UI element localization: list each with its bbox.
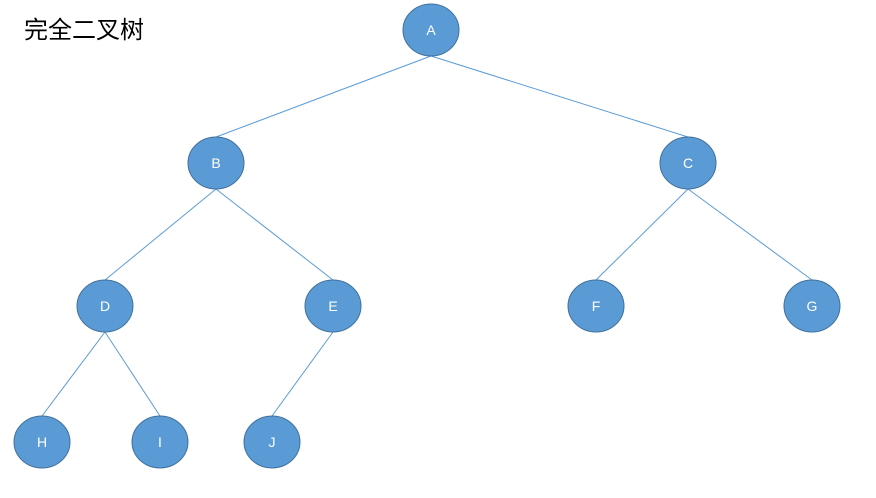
node-circle xyxy=(76,279,134,333)
node-label: C xyxy=(683,155,693,171)
tree-node-j: J xyxy=(243,415,301,469)
node-label: I xyxy=(158,434,162,450)
node-circle xyxy=(659,136,717,190)
tree-node-c: C xyxy=(659,136,717,190)
diagram-title: 完全二叉树 xyxy=(24,16,144,44)
tree-node-a: A xyxy=(402,3,460,57)
edges-layer xyxy=(41,55,813,417)
node-circle xyxy=(243,415,301,469)
node-label: D xyxy=(100,298,110,314)
edge-c-f xyxy=(595,188,689,281)
node-label: G xyxy=(807,298,818,314)
node-circle xyxy=(131,415,189,469)
tree-node-i: I xyxy=(131,415,189,469)
edge-c-g xyxy=(687,188,813,281)
node-label: F xyxy=(592,298,601,314)
node-circle xyxy=(304,279,362,333)
node-label: J xyxy=(269,434,276,450)
tree-node-e: E xyxy=(304,279,362,333)
edge-a-c xyxy=(430,55,689,138)
tree-node-f: F xyxy=(567,279,625,333)
nodes-layer: A B C D E F G H I J xyxy=(13,3,841,469)
node-label: B xyxy=(211,155,220,171)
node-label: H xyxy=(37,434,47,450)
edge-e-j xyxy=(271,331,334,417)
tree-node-b: B xyxy=(187,136,245,190)
tree-node-h: H xyxy=(13,415,71,469)
tree-node-g: G xyxy=(783,279,841,333)
edge-b-d xyxy=(104,188,217,281)
node-circle xyxy=(13,415,71,469)
edge-d-h xyxy=(41,331,106,417)
node-label: E xyxy=(328,298,337,314)
node-circle xyxy=(783,279,841,333)
tree-node-d: D xyxy=(76,279,134,333)
edge-d-i xyxy=(104,331,161,417)
node-circle xyxy=(187,136,245,190)
node-circle xyxy=(567,279,625,333)
edge-b-e xyxy=(215,188,334,281)
node-circle xyxy=(402,3,460,57)
node-label: A xyxy=(426,22,436,38)
edge-a-b xyxy=(215,55,432,138)
